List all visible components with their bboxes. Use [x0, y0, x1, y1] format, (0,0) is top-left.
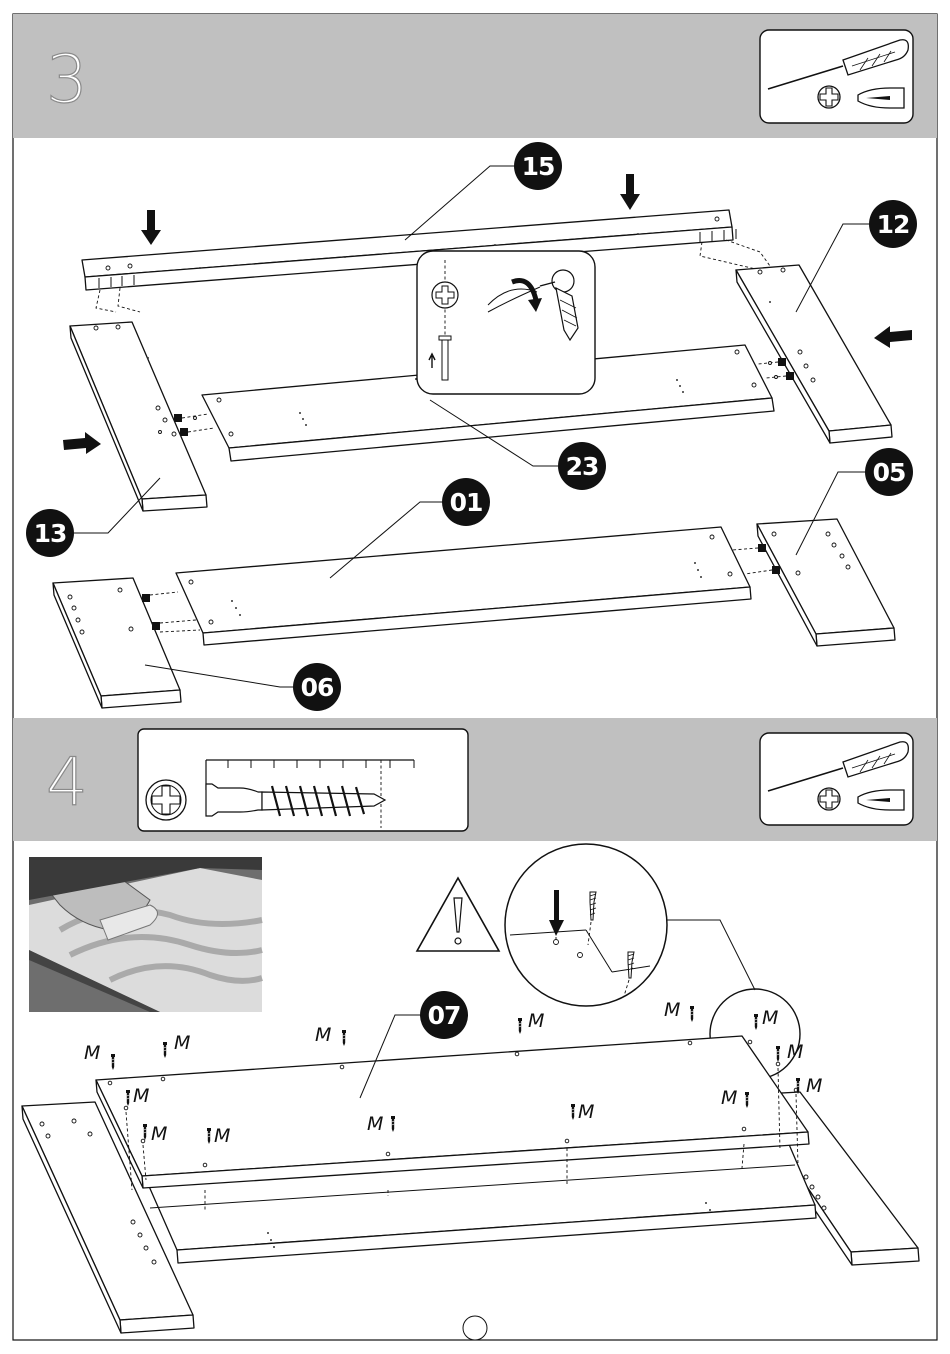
svg-text:M: M — [151, 1123, 167, 1145]
screw-m: M — [518, 1010, 544, 1034]
step-3-number: 3 — [46, 41, 88, 118]
step-3-tools-box — [760, 30, 913, 123]
svg-text:M: M — [315, 1024, 331, 1046]
svg-text:M: M — [133, 1085, 149, 1107]
screw-m: M — [163, 1032, 190, 1058]
screw-size-box — [138, 729, 468, 831]
callout-07: 07 — [420, 991, 468, 1039]
svg-text:06: 06 — [301, 673, 334, 702]
svg-text:15: 15 — [522, 152, 555, 181]
svg-text:M: M — [367, 1113, 383, 1135]
step-4-number: 4 — [46, 744, 88, 821]
step-4-header: 4 — [13, 718, 937, 841]
confirmat-screw-head-icon — [146, 780, 186, 820]
svg-text:M: M — [664, 999, 680, 1021]
callout-23: 23 — [558, 442, 606, 490]
phillips-head-icon — [818, 86, 840, 108]
svg-text:23: 23 — [566, 452, 599, 481]
svg-text:13: 13 — [34, 519, 67, 548]
screw-m: M — [776, 1041, 803, 1063]
svg-text:M: M — [174, 1032, 190, 1054]
svg-text:05: 05 — [873, 458, 906, 487]
board-01 — [176, 527, 751, 645]
svg-text:M: M — [578, 1101, 594, 1123]
step-4-drawing: M M M M M M M M M M M M M M 07 — [22, 844, 919, 1333]
callout-06: 06 — [293, 663, 341, 711]
svg-text:M: M — [762, 1007, 778, 1029]
phillips-head-icon — [818, 788, 840, 810]
magnified-detail — [505, 844, 755, 1006]
page-number-circle — [463, 1316, 487, 1340]
step-3-drawing: 15 12 23 13 05 01 06 — [26, 142, 917, 711]
photo-peeling-film — [29, 857, 262, 1012]
svg-text:M: M — [528, 1010, 544, 1032]
board-06 — [53, 578, 200, 708]
board-12 — [736, 265, 892, 443]
screw-m: M — [315, 1024, 346, 1046]
arrow-left — [874, 326, 912, 348]
callout-05: 05 — [865, 448, 913, 496]
step-4-tools-box — [760, 733, 913, 825]
svg-text:M: M — [806, 1075, 822, 1097]
board-05 — [732, 519, 895, 646]
callout-01: 01 — [442, 478, 490, 526]
board-13 — [70, 322, 214, 511]
svg-text:01: 01 — [450, 488, 483, 517]
svg-text:M: M — [787, 1041, 803, 1063]
svg-text:M: M — [721, 1087, 737, 1109]
callout-13: 13 — [26, 509, 74, 557]
callout-15: 15 — [514, 142, 562, 190]
arrow-down-right — [620, 174, 640, 210]
svg-text:07: 07 — [428, 1001, 461, 1030]
screw-m: M — [84, 1042, 115, 1070]
arrow-right — [63, 432, 101, 454]
cam-lock-detail-inset — [417, 251, 595, 394]
svg-text:M: M — [214, 1125, 230, 1147]
svg-text:M: M — [84, 1042, 100, 1064]
arrow-down-left — [141, 210, 161, 245]
screw-m: M — [754, 1007, 778, 1030]
screw-m: M — [664, 999, 694, 1022]
cam-lock-icon — [432, 282, 458, 308]
svg-text:12: 12 — [877, 210, 910, 239]
warning-icon — [417, 878, 499, 951]
callout-12: 12 — [869, 200, 917, 248]
step-3-header: 3 — [13, 14, 937, 138]
